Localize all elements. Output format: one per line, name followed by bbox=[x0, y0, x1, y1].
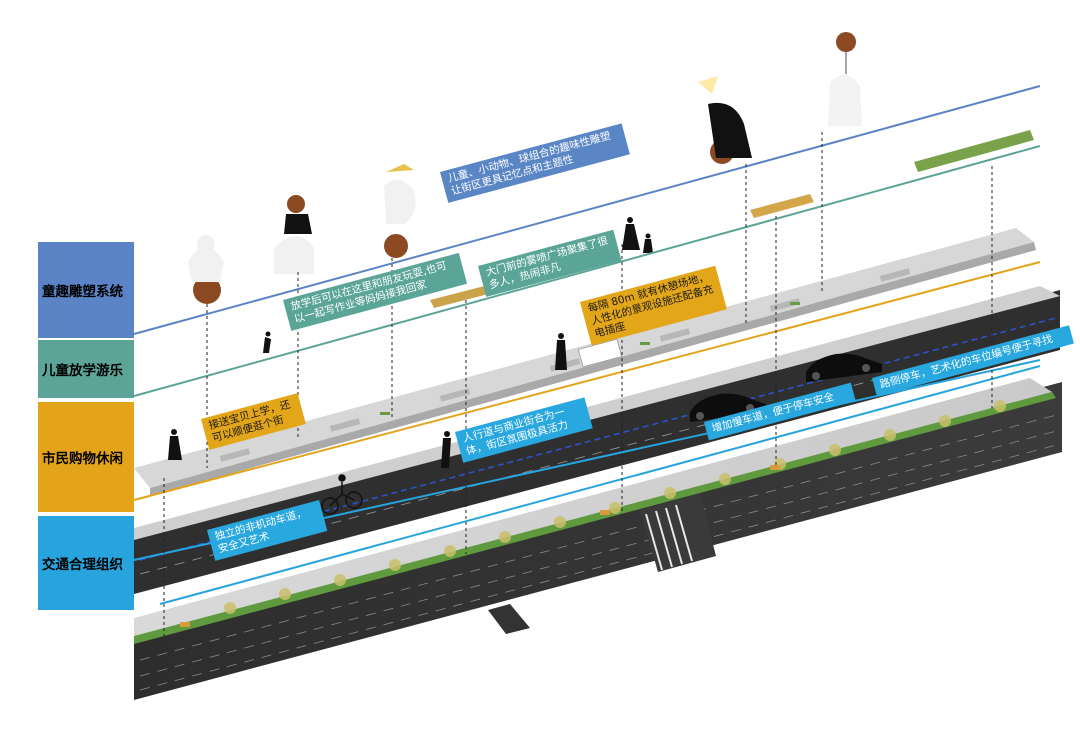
sculpture-icon bbox=[384, 164, 416, 258]
sculpture-icon bbox=[828, 32, 862, 126]
layer-label-children: 儿童放学游乐 bbox=[38, 340, 134, 398]
pedestrian-icon bbox=[168, 217, 653, 468]
shopping-road-plane bbox=[134, 286, 1060, 594]
sculpture-icon bbox=[274, 195, 314, 274]
pedestrian-walkway-plane bbox=[134, 130, 1036, 496]
car-icon bbox=[806, 353, 882, 382]
layer-label-shopping: 市民购物休闲 bbox=[38, 402, 134, 512]
layer-label-text: 儿童放学游乐 bbox=[42, 363, 123, 379]
layer-label-text: 童趣雕塑系统 bbox=[42, 284, 123, 300]
cyclist-icon bbox=[321, 474, 363, 515]
traffic-ground-plane bbox=[134, 378, 1062, 700]
sculpture-icon bbox=[698, 76, 752, 164]
layer-label-text: 交通合理组织 bbox=[42, 557, 123, 573]
layer-label-traffic: 交通合理组织 bbox=[38, 516, 134, 610]
layer-label-text: 市民购物休闲 bbox=[42, 451, 123, 467]
sculpture-icon bbox=[188, 235, 224, 304]
layer-label-sculpture: 童趣雕塑系统 bbox=[38, 242, 134, 338]
